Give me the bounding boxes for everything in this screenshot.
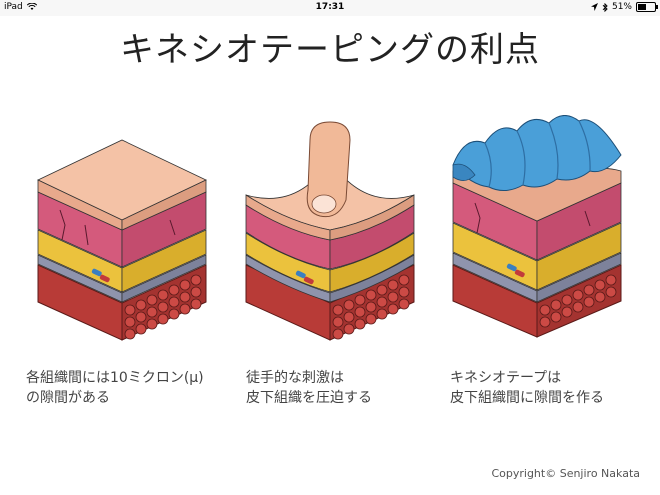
finger-icon [306, 121, 351, 218]
tissue-diagram-taped [452, 115, 622, 338]
fascia-layer [37, 254, 207, 303]
skin-layer [37, 139, 207, 231]
fascia-layer [245, 254, 415, 303]
wifi-icon [26, 3, 37, 10]
muscle-layer [452, 264, 622, 338]
battery-percent: 51% [611, 2, 632, 12]
muscle-layer [37, 264, 207, 341]
fascia-layer [452, 252, 622, 303]
kinesio-tape [452, 115, 622, 191]
fat-layer [452, 222, 622, 291]
caption-normal: 各組織間には10ミクロン(μ) の隙間がある [26, 370, 204, 406]
status-bar: iPad 17:31 51% [0, 0, 660, 16]
caption-pressed: 徒手的な刺激は 皮下組織を圧迫する [246, 370, 372, 406]
fat-layer [37, 229, 207, 293]
copyright-text: Copyright© Senjiro Nakata [491, 467, 640, 480]
fat-layer [245, 232, 415, 293]
tissue-diagram-pressed [245, 121, 415, 341]
muscle-layer [245, 264, 415, 341]
bluetooth-icon [602, 2, 608, 12]
caption-taped: キネシオテープは 皮下組織間に隙間を作る [450, 370, 604, 406]
page-title: キネシオテーピングの利点 [120, 30, 540, 70]
location-arrow-icon [590, 3, 598, 11]
battery-icon [636, 2, 658, 12]
device-label: iPad [4, 2, 23, 12]
tissue-diagram-normal [37, 139, 207, 341]
clock: 17:31 [315, 2, 345, 12]
